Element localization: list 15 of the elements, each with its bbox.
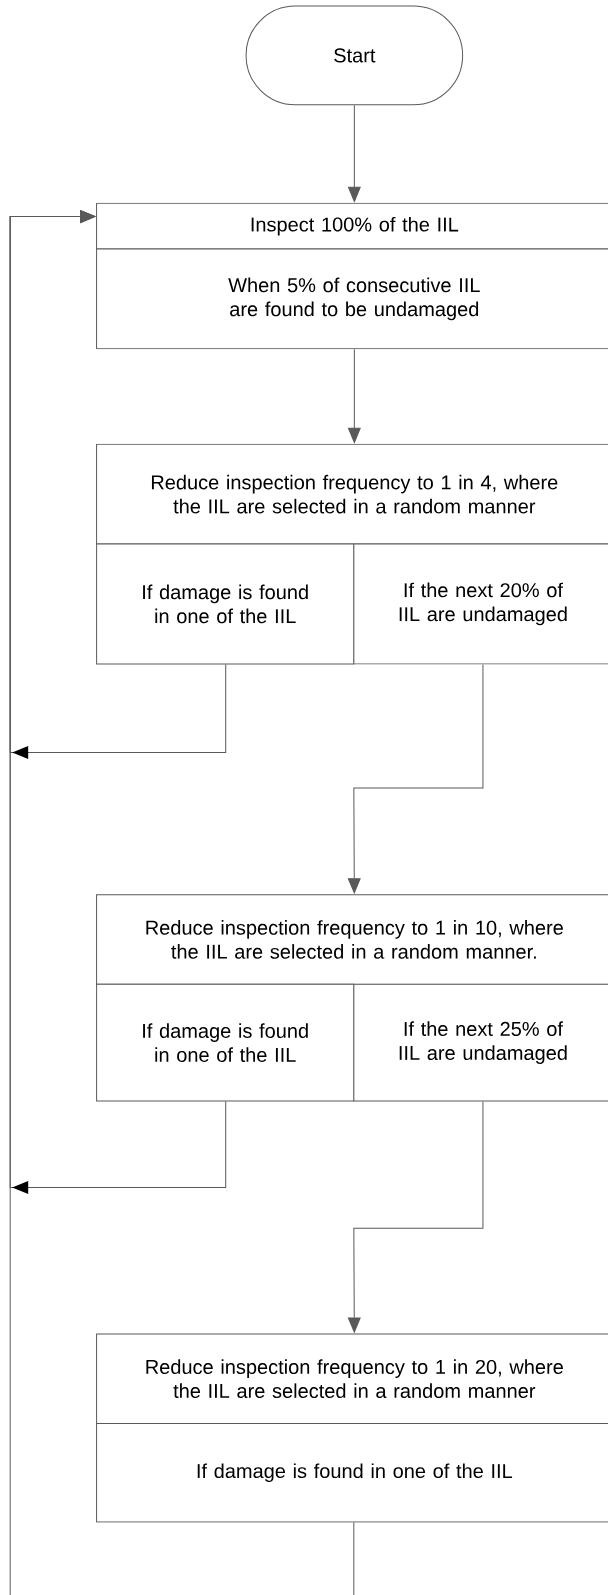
process-box: Inspect 100% of the IIL — [96, 202, 608, 250]
arrow — [347, 104, 361, 202]
process-box: Reduce inspection frequency to 1 in 10, where the IIL are selected in a random manner. — [96, 894, 608, 985]
process-box: If damage is found in one of the IIL — [96, 1422, 608, 1523]
arrow — [347, 663, 484, 894]
arrow — [347, 348, 361, 443]
arrow — [347, 1101, 484, 1333]
condition-box: If the next 25% of IIL are undamaged — [353, 983, 608, 1102]
process-box: Reduce inspection frequency to 1 in 20, where the IIL are selected in a random manner — [96, 1333, 608, 1424]
arrow — [9, 210, 355, 1595]
condition-box: If damage is found in one of the IIL — [96, 543, 355, 665]
process-box: Reduce inspection frequency to 1 in 4, where the IIL are selected in a random manner — [96, 443, 608, 545]
process-box: When 5% of consecutive IIL are found to be undamaged — [96, 248, 608, 350]
condition-box: If the next 20% of IIL are undamaged — [353, 543, 608, 665]
condition-box: If damage is found in one of the IIL — [96, 983, 355, 1102]
